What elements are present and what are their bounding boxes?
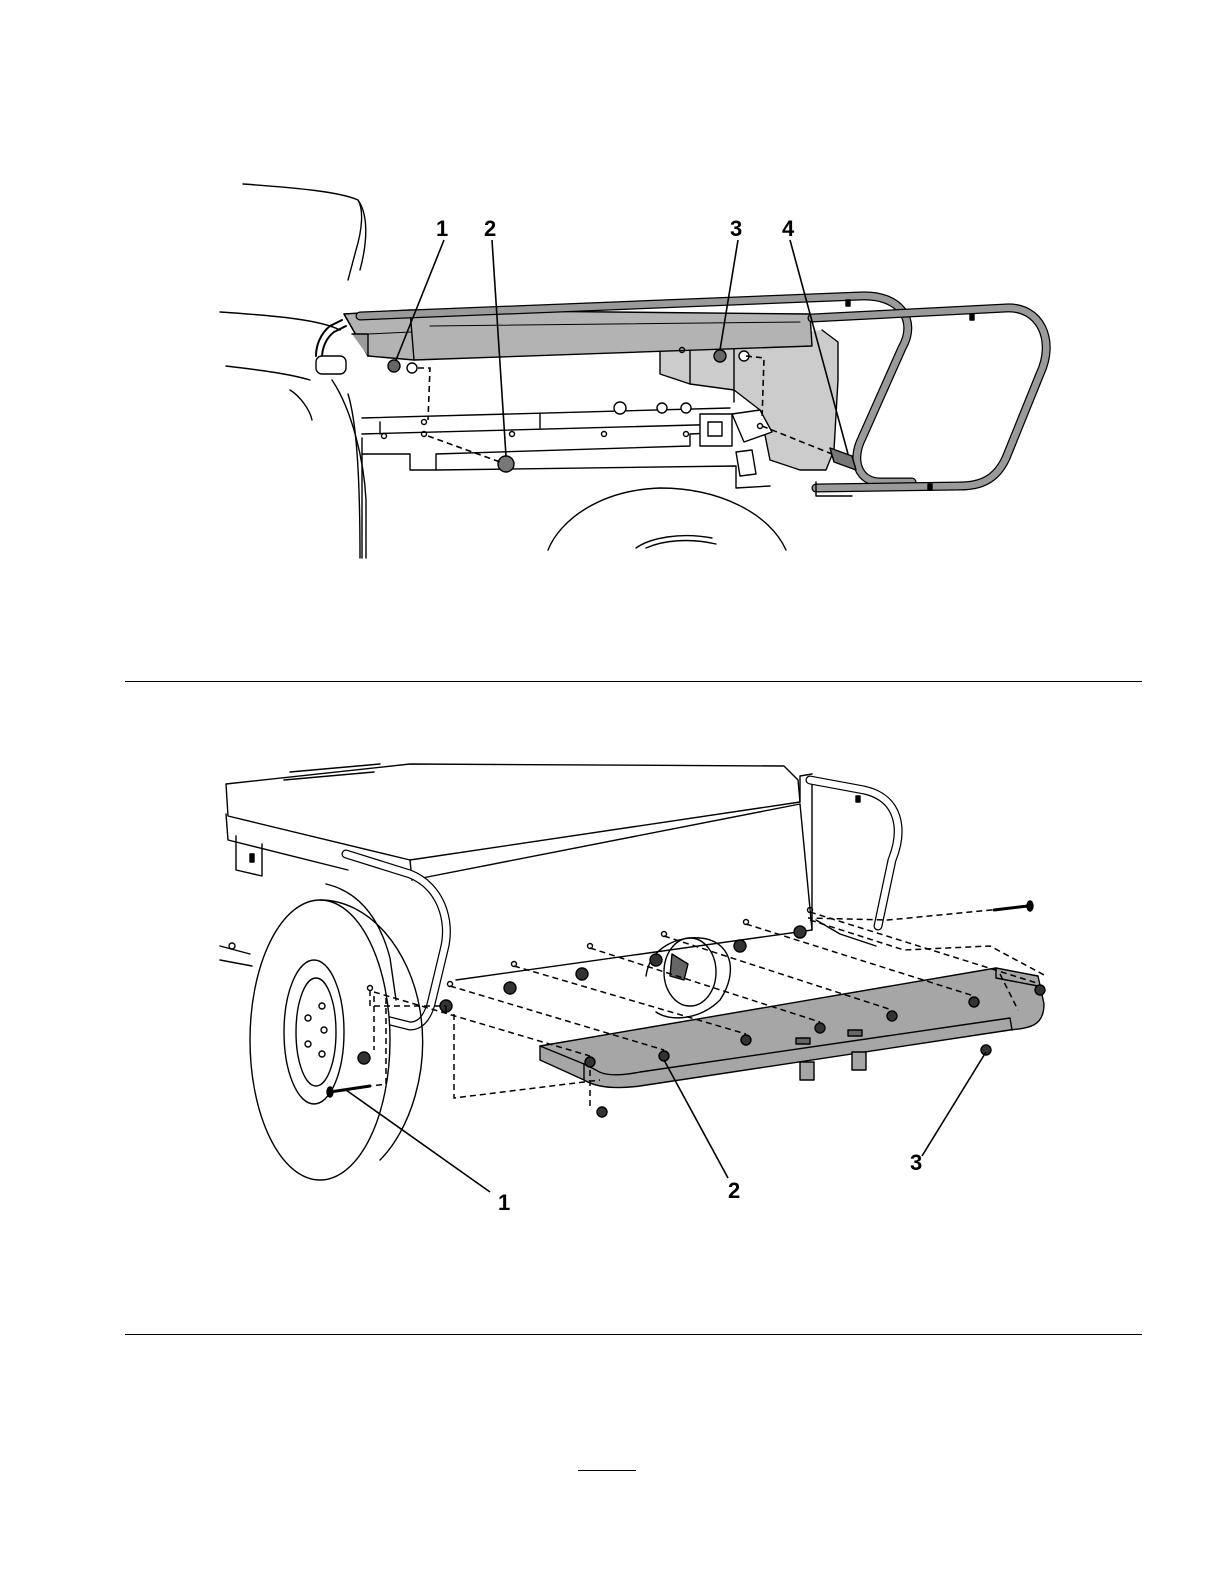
callout-4: 4 [782, 218, 794, 240]
callout-2: 2 [484, 218, 496, 240]
figure-step-installation: 1 2 3 [0, 750, 1224, 1230]
section-divider [125, 681, 1142, 682]
rail-installation-illustration [0, 170, 1224, 570]
section-divider [125, 1334, 1142, 1335]
callout-2: 2 [728, 1180, 740, 1202]
callout-1: 1 [436, 218, 448, 240]
figure-rail-installation: 1 2 3 4 [0, 170, 1224, 570]
callout-3: 3 [910, 1152, 922, 1174]
callout-3: 3 [730, 218, 742, 240]
page-number-mark [578, 1470, 636, 1471]
step-installation-illustration [0, 750, 1224, 1230]
callout-1: 1 [498, 1192, 510, 1214]
